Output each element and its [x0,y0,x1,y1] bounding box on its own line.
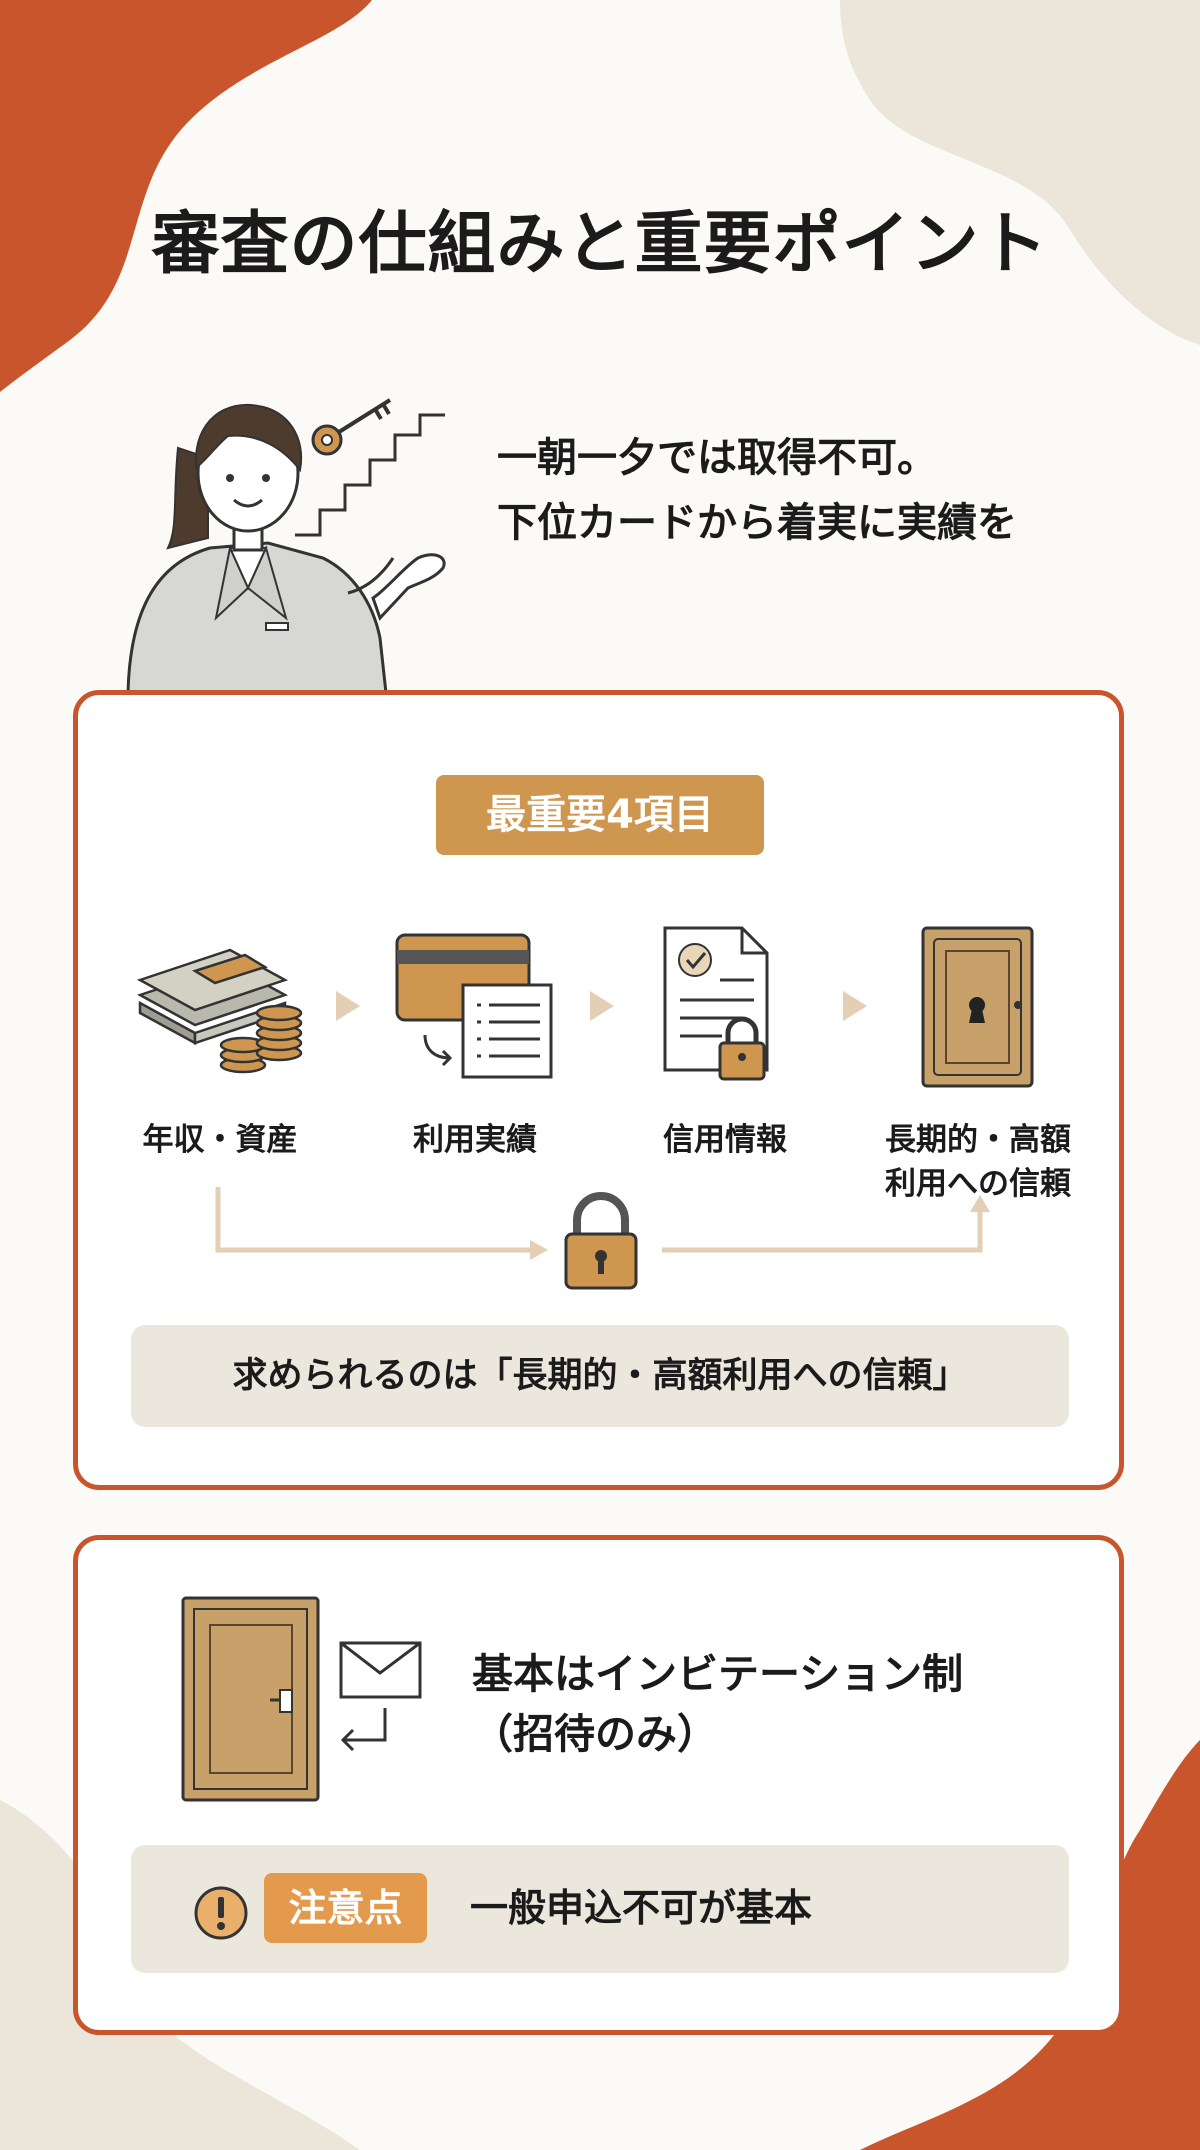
businesswoman-illustration [126,403,446,693]
corner-blob-bottom-right [860,1740,1200,2150]
flow-arrows [215,1187,990,1260]
criteria-item-trust-2: 利用への信頼 [885,1166,1071,1202]
intro-line-1: 一朝一夕では取得不可。 [497,435,937,481]
corner-blob-top-right [840,0,1200,345]
criteria-summary: 求められるのは「長期的・高額利用への信頼」 [131,1325,1069,1427]
criteria-item-income: 年収・資産 [142,1122,298,1158]
document-lock-icon [663,926,769,1081]
criteria-item-trust-1: 長期的・高額 [885,1122,1071,1158]
corner-blob-top-left [0,0,372,392]
stairs-icon [295,413,445,537]
envelope-icon [339,1641,422,1699]
door-icon [181,1596,320,1802]
note-badge: 注意点 [264,1873,427,1943]
warning-icon [194,1886,248,1940]
arrow-right-icon [590,991,614,1021]
intro-line-2: 下位カードから着実に実績を [497,500,1017,546]
arrow-right-icon [843,991,867,1021]
arrow-right-icon [336,991,360,1021]
criteria-item-usage: 利用実績 [413,1122,537,1158]
lock-icon [564,1192,638,1290]
return-arrow-icon [340,1708,387,1752]
note-text: 一般申込不可が基本 [470,1886,813,1930]
invitation-line-1: 基本はインビテーション制 [472,1650,964,1698]
vault-door-icon [921,926,1034,1088]
credit-card-statement-icon [395,933,553,1079]
page-title: 審査の仕組みと重要ポイント [151,205,1049,284]
invitation-line-2: （招待のみ） [472,1710,718,1758]
money-icon [136,948,303,1074]
criteria-heading: 最重要4項目 [436,775,764,855]
key-icon [311,398,392,456]
criteria-item-credit: 信用情報 [663,1122,787,1158]
